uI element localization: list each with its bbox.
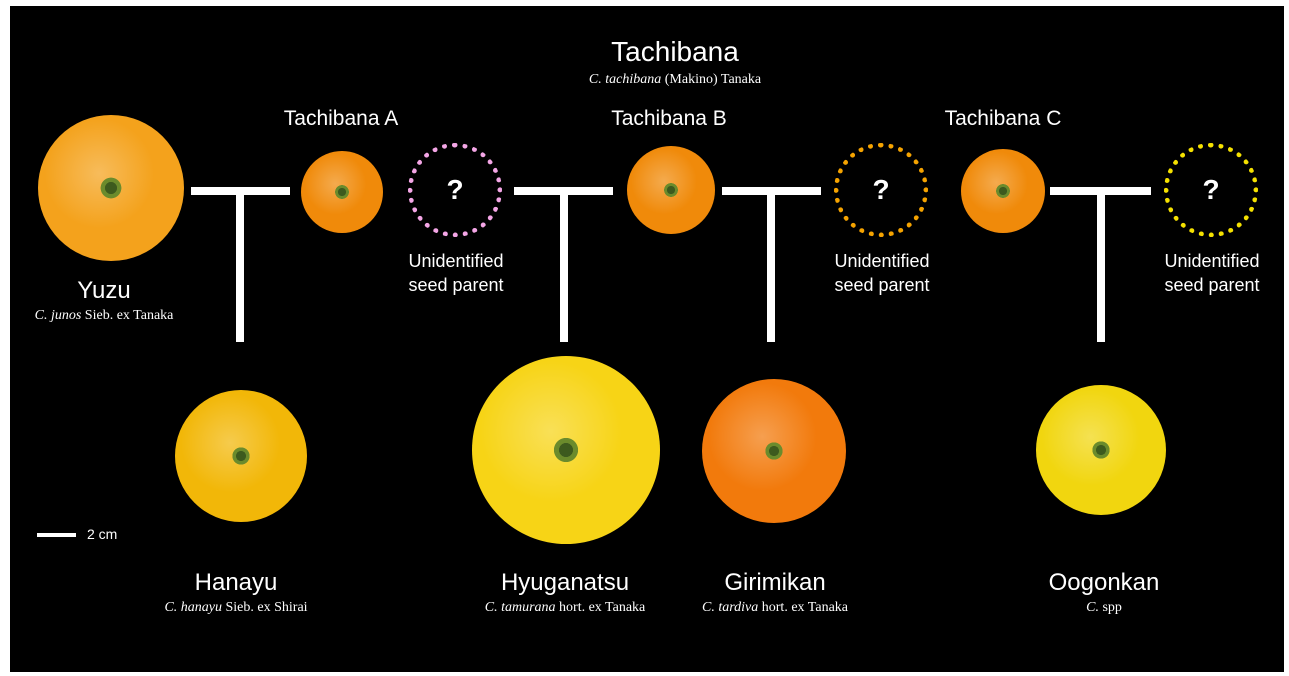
tachibana-c-fruit-image xyxy=(961,149,1045,233)
cross-bar-girimikan xyxy=(722,187,821,195)
unidentified-line: Unidentified xyxy=(834,249,929,273)
oogonkan-sci-rest: spp xyxy=(1099,600,1122,615)
cross-stem-hanayu xyxy=(236,195,244,342)
unidentified-parent-circle-3: ? xyxy=(1164,143,1258,237)
hanayu-sci-rest: Sieb. ex Shirai xyxy=(222,600,308,615)
oogonkan-sci-italic: C. xyxy=(1086,600,1099,615)
cross-stem-hyuganatsu xyxy=(560,195,568,342)
hanayu-name: Hanayu xyxy=(195,569,278,597)
seed-parent-line: seed parent xyxy=(408,273,503,297)
unidentified-line: Unidentified xyxy=(1164,249,1259,273)
parent-label-tachibana-a: Tachibana A xyxy=(284,107,398,131)
question-mark-icon: ? xyxy=(1202,174,1219,206)
yuzu-fruit-image xyxy=(38,115,184,261)
cross-stem-girimikan xyxy=(767,195,775,342)
seed-parent-line: seed parent xyxy=(1164,273,1259,297)
cross-bar-oogonkan xyxy=(1050,187,1151,195)
tachibana-c-stem xyxy=(995,183,1011,199)
yuzu-sci-italic: C. junos xyxy=(35,308,82,323)
oogonkan-stem xyxy=(1091,440,1111,460)
girimikan-name: Girimikan xyxy=(724,569,825,597)
unidentified-parent-circle-1: ? xyxy=(408,143,502,237)
tachibana-b-stem xyxy=(663,182,679,198)
oogonkan-scientific-name: C. spp xyxy=(1086,600,1122,616)
tachibana-scientific-name: C. tachibana (Makino) Tanaka xyxy=(589,72,761,88)
question-mark-icon: ? xyxy=(872,174,889,206)
yuzu-name: Yuzu xyxy=(77,277,130,305)
tachibana-title: Tachibana xyxy=(611,36,739,68)
girimikan-sci-italic: C. tardiva xyxy=(702,600,758,615)
parent-label-tachibana-b: Tachibana B xyxy=(611,107,727,131)
tachibana-a-fruit-image xyxy=(301,151,383,233)
unidentified-line: Unidentified xyxy=(408,249,503,273)
girimikan-scientific-name: C. tardiva hort. ex Tanaka xyxy=(702,600,848,616)
cross-bar-hyuganatsu xyxy=(514,187,613,195)
parent-label-tachibana-c: Tachibana C xyxy=(945,107,1062,131)
cross-bar-hanayu xyxy=(191,187,290,195)
oogonkan-fruit-image xyxy=(1036,385,1166,515)
girimikan-sci-rest: hort. ex Tanaka xyxy=(758,600,848,615)
hyuganatsu-fruit-image xyxy=(472,356,660,544)
girimikan-fruit-image xyxy=(702,379,846,523)
unidentified-parent-label-1: Unidentified seed parent xyxy=(408,249,503,297)
yuzu-scientific-name: C. junos Sieb. ex Tanaka xyxy=(35,308,174,324)
seed-parent-line: seed parent xyxy=(834,273,929,297)
hyuganatsu-sci-italic: C. tamurana xyxy=(485,600,556,615)
scale-label: 2 cm xyxy=(87,526,117,542)
girimikan-stem xyxy=(764,441,784,461)
hyuganatsu-name: Hyuganatsu xyxy=(501,569,629,597)
yuzu-stem xyxy=(99,176,123,200)
yuzu-sci-rest: Sieb. ex Tanaka xyxy=(81,308,173,323)
hanayu-fruit-image xyxy=(175,390,307,522)
tachibana-sci-rest: (Makino) Tanaka xyxy=(661,72,761,87)
tachibana-sci-italic: C. tachibana xyxy=(589,72,661,87)
hanayu-stem xyxy=(231,446,251,466)
unidentified-parent-label-3: Unidentified seed parent xyxy=(1164,249,1259,297)
oogonkan-name: Oogonkan xyxy=(1049,569,1160,597)
tachibana-a-stem xyxy=(334,184,350,200)
hyuganatsu-sci-rest: hort. ex Tanaka xyxy=(556,600,646,615)
cross-stem-oogonkan xyxy=(1097,195,1105,342)
tachibana-b-fruit-image xyxy=(627,146,715,234)
hanayu-sci-italic: C. hanayu xyxy=(164,600,222,615)
unidentified-parent-label-2: Unidentified seed parent xyxy=(834,249,929,297)
hyuganatsu-stem xyxy=(552,436,580,464)
hanayu-scientific-name: C. hanayu Sieb. ex Shirai xyxy=(164,600,307,616)
scale-bar xyxy=(37,533,76,537)
question-mark-icon: ? xyxy=(446,174,463,206)
unidentified-parent-circle-2: ? xyxy=(834,143,928,237)
hyuganatsu-scientific-name: C. tamurana hort. ex Tanaka xyxy=(485,600,646,616)
